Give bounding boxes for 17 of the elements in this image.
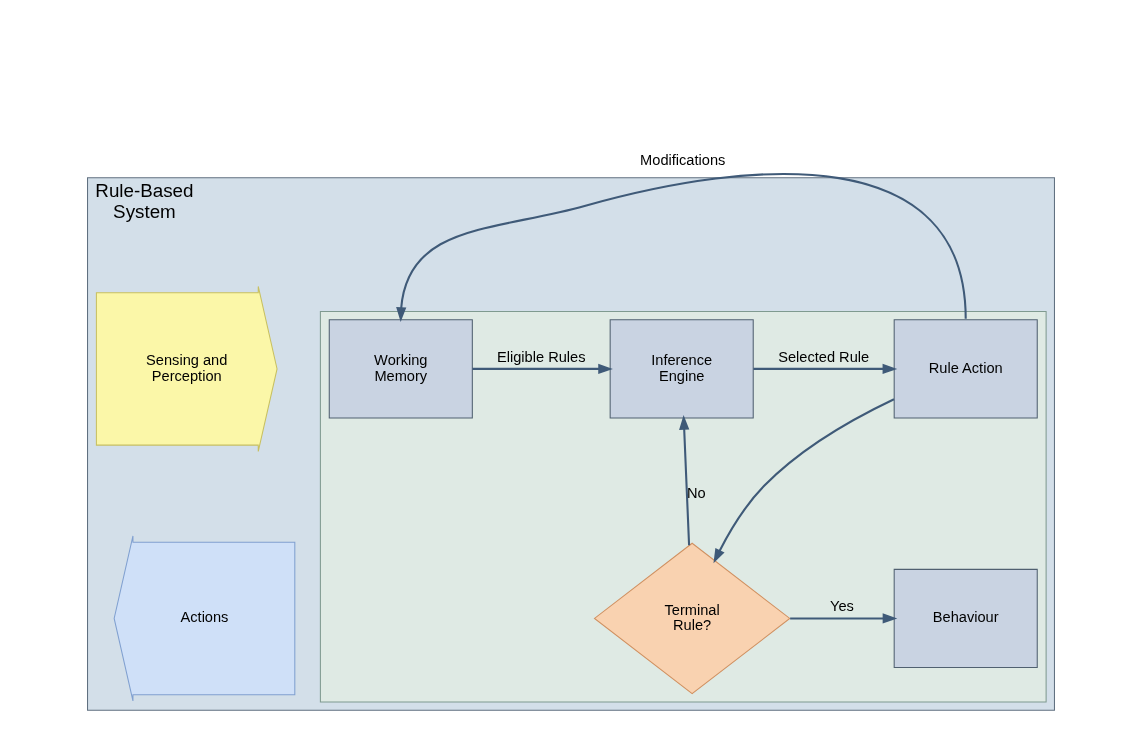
edge-label: Modifications: [640, 152, 726, 169]
arrow: [396, 173, 967, 322]
arrow: [472, 363, 613, 375]
node-box: Inference Engine: [609, 319, 754, 419]
arrow: [713, 398, 895, 564]
node-box: Working Memory: [328, 319, 473, 419]
edge-label: Selected Rule: [778, 348, 870, 365]
edge-label: Yes: [830, 598, 854, 615]
node-diamond: Terminal Rule?: [593, 542, 791, 695]
node-box: Rule Action: [893, 319, 1038, 419]
arrow: [790, 613, 898, 624]
cluster: [319, 310, 1047, 703]
edge-label: No: [686, 484, 706, 501]
arrow: [679, 415, 691, 546]
edge-label: Eligible Rules: [496, 348, 586, 365]
arrow: [753, 363, 898, 375]
node-box: Behaviour: [893, 568, 1038, 669]
